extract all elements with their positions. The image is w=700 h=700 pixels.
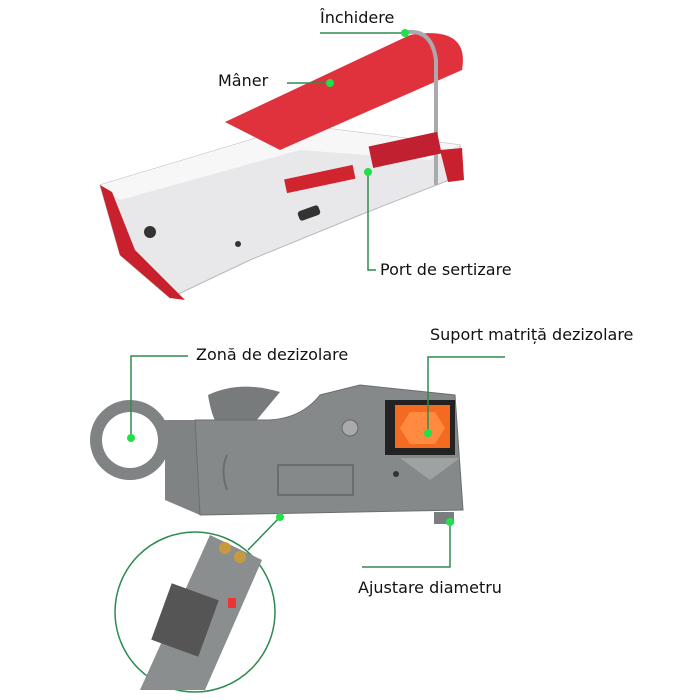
coax-stripper xyxy=(90,384,464,524)
label-diameter-adjust: Ajustare diametru xyxy=(358,578,502,597)
leader-lines xyxy=(130,32,505,568)
label-die-holder: Suport matriță dezizolare xyxy=(430,325,634,344)
label-stripping-zone: Zonă de dezizolare xyxy=(196,345,349,364)
label-closure: Închidere xyxy=(320,8,395,27)
crimping-tool xyxy=(99,29,464,300)
label-handle: Mâner xyxy=(218,71,269,90)
closure-hook xyxy=(407,29,438,185)
stripping-die xyxy=(395,405,450,448)
detail-inset xyxy=(114,531,276,693)
label-crimp-port: Port de sertizare xyxy=(380,260,512,279)
marker-dots xyxy=(127,29,454,526)
handle-grip xyxy=(225,33,463,150)
